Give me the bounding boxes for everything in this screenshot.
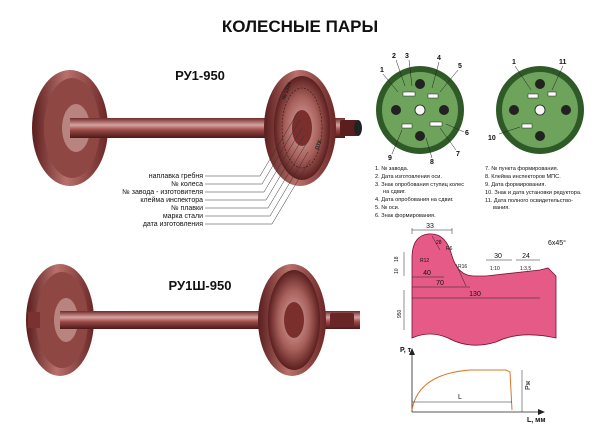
end2-num-11: 11	[559, 59, 567, 66]
stamp-block-1	[402, 91, 416, 97]
right-wheel-hub-bottom	[284, 302, 304, 338]
end1-num-6: 6	[465, 130, 469, 137]
profile-shape	[411, 233, 557, 346]
end2-num-10: 10	[488, 135, 496, 142]
stamp-block-3	[429, 121, 443, 127]
graph-y-arrow	[409, 348, 415, 355]
stamp-block-4	[401, 123, 413, 129]
graph-x-arrow	[538, 409, 545, 415]
end2-bolt-3	[535, 131, 545, 141]
graph-p-mark: Рж	[525, 380, 532, 390]
legend-item-9: 9. Дата формирования.	[485, 182, 546, 188]
dim-r6: R6	[446, 246, 453, 252]
wheel-profile: 33 28 40 70 130 30 24 6x45° R12 R6 R16 1…	[394, 223, 566, 346]
legend-item-8: 8. Клейма инспекторов МПС.	[485, 173, 561, 180]
dim-slope-2: 1:3,5	[520, 266, 531, 272]
callout-flange-overlay: наплавка гребня	[149, 172, 203, 180]
press-fit-graph: P, т L, мм L Рж	[400, 347, 546, 424]
dim-70: 70	[436, 280, 444, 287]
end2-num-1: 1	[512, 59, 516, 66]
end2-bolt-1	[535, 79, 545, 89]
model-label-top: РУ1-950	[175, 68, 225, 83]
right-wheel-hub	[292, 110, 312, 146]
hub-stamp-right: ОТК	[314, 138, 323, 150]
bolt-hole-4	[391, 105, 401, 115]
axle-callouts	[205, 111, 311, 225]
dim-r16: R16	[458, 264, 467, 270]
callout-plant-number: № завода - изготовителя	[122, 189, 203, 196]
axle-journal	[340, 120, 358, 136]
dim-28: 28	[436, 240, 442, 246]
bolt-hole-3	[415, 131, 425, 141]
end1-num-1: 1	[380, 67, 384, 74]
stamp-ring	[281, 87, 323, 169]
legend-item-7: 7. № пункта формирования.	[485, 166, 559, 172]
end1-num-5: 5	[458, 63, 462, 70]
legend-item-5: 5. № оси.	[375, 205, 400, 211]
bolt-hole-2	[439, 105, 449, 115]
axle-end-face-1: 1 2 3 4 5 6 7 8 9	[376, 53, 469, 166]
end1-num-2: 2	[392, 53, 396, 60]
dim-chamfer: 6x45°	[548, 239, 566, 247]
legend-item-6: 6. Знак формирования.	[375, 213, 436, 219]
legend: 1. № завода. 2. Дата изготовления оси. 3…	[375, 166, 582, 219]
legend-item-11b: вания.	[493, 205, 510, 211]
legend-item-2: 2. Дата изготовления оси.	[375, 174, 442, 180]
legend-item-11: 11. Дата полного освидетельство-	[485, 198, 573, 204]
end1-num-7: 7	[456, 151, 460, 158]
end2-stamp-1	[527, 93, 539, 99]
graph-x-label: L, мм	[527, 417, 546, 424]
graph-l-mark: L	[458, 394, 462, 401]
end2-stamp-3	[521, 123, 533, 129]
legend-item-3: 3. Знак опробования ступиц колес	[375, 182, 464, 188]
left-journal-bottom	[28, 312, 40, 328]
end1-num-3: 3	[405, 53, 409, 60]
stamp-block-2	[427, 93, 439, 99]
model-label-bottom: РУ1Ш-950	[169, 278, 232, 293]
legend-item-10: 10. Знак и дата установки редуктора.	[485, 190, 582, 196]
end2-bolt-2	[561, 105, 571, 115]
graph-curve	[411, 369, 513, 411]
dim-10: 10	[394, 268, 400, 274]
axle-end-face-2: 1 11 10	[488, 59, 584, 154]
dim-950: 950	[397, 309, 403, 318]
callout-inspector-marks: клейма инспектора	[140, 196, 203, 204]
hub-stamp-left: № 1234	[281, 81, 293, 100]
right-journal-bottom	[330, 313, 354, 327]
end-face-1-center	[414, 104, 426, 116]
poster-title: КОЛЕСНЫЕ ПАРЫ	[222, 17, 378, 36]
end2-stamp-2	[547, 91, 557, 97]
dim-40: 40	[423, 270, 431, 277]
graph-y-label: P, т	[400, 347, 412, 354]
callout-manufacture-date: дата изготовления	[143, 221, 203, 228]
callout-steel-grade: марка стали	[163, 213, 203, 220]
callout-wheel-number: № колеса	[171, 181, 203, 188]
end1-num-8: 8	[430, 159, 434, 166]
axle-end	[354, 120, 362, 136]
wheelset-top: № 1234 ОТК РУ1-950	[32, 68, 362, 186]
dim-130: 130	[469, 291, 481, 298]
callout-heat-number: № плавки	[171, 205, 203, 212]
dim-r12: R12	[420, 258, 429, 264]
dim-18: 18	[394, 256, 400, 262]
dim-24: 24	[522, 253, 530, 260]
legend-item-4: 4. Дата опробования на сдвиг.	[375, 197, 454, 203]
dim-30: 30	[494, 253, 502, 260]
end1-num-9: 9	[388, 155, 392, 162]
dim-slope-1: 1:10	[490, 266, 500, 272]
dim-33: 33	[426, 223, 434, 230]
legend-item-3b: на сдвиг.	[383, 189, 406, 195]
bolt-hole-1	[415, 79, 425, 89]
end2-bolt-4	[509, 105, 519, 115]
wheelset-bottom: РУ1Ш-950	[26, 264, 360, 376]
end-face-2-center	[534, 104, 546, 116]
legend-item-1: 1. № завода.	[375, 166, 409, 172]
end1-num-4: 4	[437, 55, 441, 62]
